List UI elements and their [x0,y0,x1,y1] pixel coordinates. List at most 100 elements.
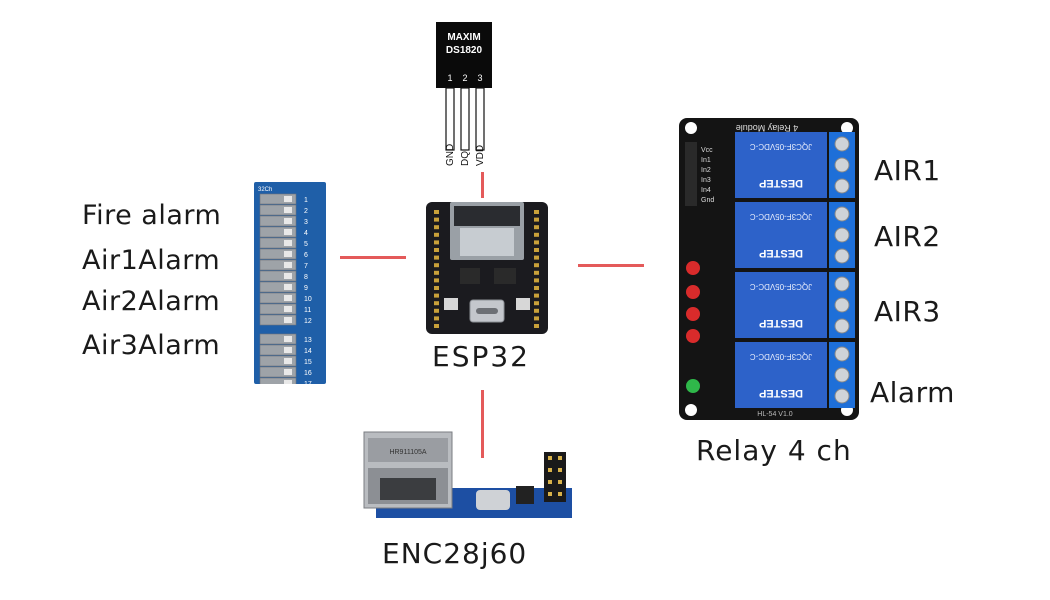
esp32-header-pin [434,263,439,268]
relay-screw [834,388,850,404]
esp32-header-pin [534,316,539,321]
rj45-chip-text: HR911105A [389,449,426,456]
relay-brand-text: DESTEP [759,317,803,329]
input-label-air3-alarm: Air3Alarm [82,330,221,361]
terminal-block [259,366,297,378]
relay-blocks: JQC3F-05VDC-CDESTEPJQC3F-05VDC-CDESTEPJQ… [735,132,855,408]
relay-screw [834,136,850,152]
sensor-lead-2 [460,87,470,151]
esp32-header-pin [534,308,539,313]
esp32-header-pin [534,248,539,252]
relay-model-text: JQC3F-05VDC-C [750,142,812,151]
esp32-header-pin [534,278,539,283]
connector-line-relay [578,264,644,267]
connector-line-terminal [340,256,406,259]
terminal-screw [284,196,292,202]
relay-screw [834,367,850,383]
relay-block [735,202,827,268]
sensor-lead-1 [445,87,455,151]
terminal-block [259,259,297,271]
esp32-board-drawing [426,202,548,334]
terminal-screw [284,295,292,301]
relay-channel-air2: AIR2 [874,220,941,253]
esp32-header-pin [434,255,439,260]
terminal-number: 8 [304,274,308,281]
terminal-number: 17 [304,381,312,384]
terminal-number: 4 [304,230,308,237]
terminal-screw [284,347,292,353]
terminal-block [259,215,297,227]
terminal-block [259,193,297,205]
terminal-screw [284,262,292,268]
terminal-block [259,270,297,282]
sensor-pin-number-1: 1 [447,73,452,83]
esp32-header-pin [434,232,439,237]
terminal-number: 6 [304,252,308,259]
esp32-header-pin [534,263,539,268]
relay-board-drawing: 4 Relay Module HL-54 V1.0 VccIn1In2In3In… [679,118,859,420]
terminal-block [259,303,297,315]
terminal-block [259,344,297,356]
esp32-header-pin [434,316,439,321]
ds1820-sensor-drawing: MAXIM DS1820 1 2 3 GND DQ VDD [436,22,492,166]
terminal-number: 15 [304,359,312,366]
esp32-header-pin [534,286,539,290]
terminal-screw [284,380,292,386]
relay-block [735,272,827,338]
terminal-screw [284,284,292,290]
terminal-number: 11 [304,307,311,314]
esp32-header-pin [434,240,439,245]
sensor-pin-name-gnd: GND [445,144,456,166]
relay-pin-label: In3 [701,177,711,184]
relay-block [735,132,827,198]
relay-pin-label: In1 [701,157,711,164]
relay-brand-text: DESTEP [759,247,803,259]
terminal-block [259,333,297,345]
relay-model-text: JQC3F-05VDC-C [750,282,812,291]
input-label-fire-alarm: Fire alarm [82,200,222,231]
sensor-pin-name-vdd: VDD [475,145,486,166]
relay-brand-text: DESTEP [759,387,803,399]
input-terminal-board-drawing: 32Ch 1234567891011121314151617 [254,182,326,389]
terminal-screw [284,358,292,364]
terminal-screw [284,336,292,342]
esp32-header-pin [434,225,439,230]
esp32-label: ESP32 [432,340,530,373]
terminal-screw [284,306,292,312]
input-terminal-board: 32Ch 1234567891011121314151617 [254,182,326,389]
esp32-header-pin [434,217,439,222]
esp32-header-pin [534,225,539,230]
terminal-number: 1 [304,197,308,204]
terminal-screw [284,369,292,375]
relay-screw [834,227,850,243]
esp32-header-pin [534,217,539,222]
relay-channel-air3: AIR3 [874,295,941,328]
terminal-block [259,292,297,304]
terminal-number: 14 [304,348,312,355]
terminal-block [259,226,297,238]
terminal-block [259,248,297,260]
esp32-header-pin [434,248,439,252]
ds1820-sensor: MAXIM DS1820 1 2 3 GND DQ VDD [428,18,498,168]
terminal-screw [284,251,292,257]
terminal-number: 16 [304,370,312,377]
sensor-pin-number-2: 2 [462,73,467,83]
relay-screw [834,346,850,362]
esp32-header-pin [534,324,539,328]
terminal-number: 9 [304,285,308,292]
esp32-header-pin [434,278,439,283]
esp32-header-pin [534,255,539,260]
enc28j60-label: ENC28j60 [382,537,528,570]
esp32-header-pin [534,293,539,298]
terminal-number: 12 [304,318,312,325]
terminal-screw [284,273,292,279]
sensor-pin-name-dq: DQ [460,151,471,166]
relay-screw [834,206,850,222]
esp32-header-pin [534,240,539,245]
terminal-header: 32Ch [258,187,272,193]
terminal-number: 3 [304,219,308,226]
enc28j60-board: HR911105A [358,428,574,520]
terminal-number: 7 [304,263,308,270]
